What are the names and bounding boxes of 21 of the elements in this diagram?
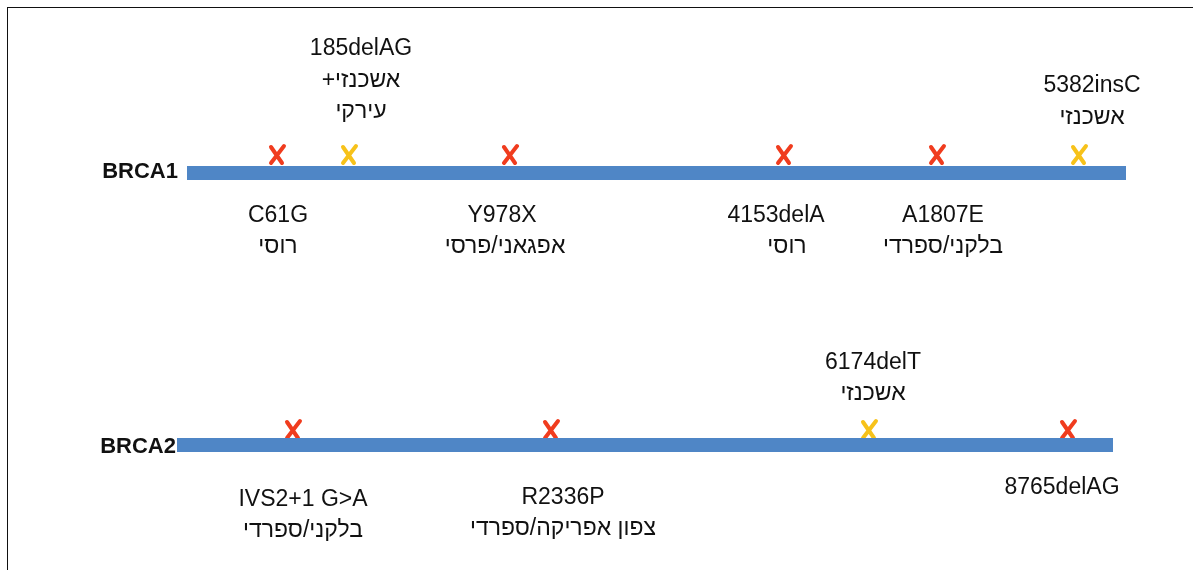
gene-label: BRCA1 bbox=[101, 158, 178, 184]
mutation-label: Y978X bbox=[467, 200, 537, 229]
population-label: בלקני/ספרדי bbox=[243, 515, 363, 544]
mutation-label: IVS2+1 G>A bbox=[238, 484, 368, 513]
mutation-label: A1807E bbox=[902, 200, 984, 229]
mutation-label: C61G bbox=[247, 200, 309, 229]
population-label: רוסי bbox=[767, 231, 807, 260]
population-label: אפגאני/פרסי bbox=[444, 231, 566, 260]
population-label: אשכנזי+ עירקי bbox=[320, 65, 402, 125]
mutation-label: 4153delA bbox=[727, 200, 825, 229]
population-label: אשכנזי bbox=[1059, 102, 1125, 131]
mutation-label: 8765delAG bbox=[1004, 472, 1120, 501]
population-label: אשכנזי bbox=[840, 378, 906, 407]
mutation-label: 185delAG bbox=[309, 33, 413, 62]
population-label: צפון אפריקה/ספרדי bbox=[469, 513, 657, 542]
population-label: בלקני/ספרדי bbox=[883, 231, 1003, 260]
population-label: רוסי bbox=[258, 231, 298, 260]
gene-label: BRCA2 bbox=[99, 433, 176, 459]
mutation-label: 5382insC bbox=[1043, 70, 1141, 99]
mutation-label: R2336P bbox=[521, 482, 605, 511]
mutation-label: 6174delT bbox=[825, 347, 921, 376]
